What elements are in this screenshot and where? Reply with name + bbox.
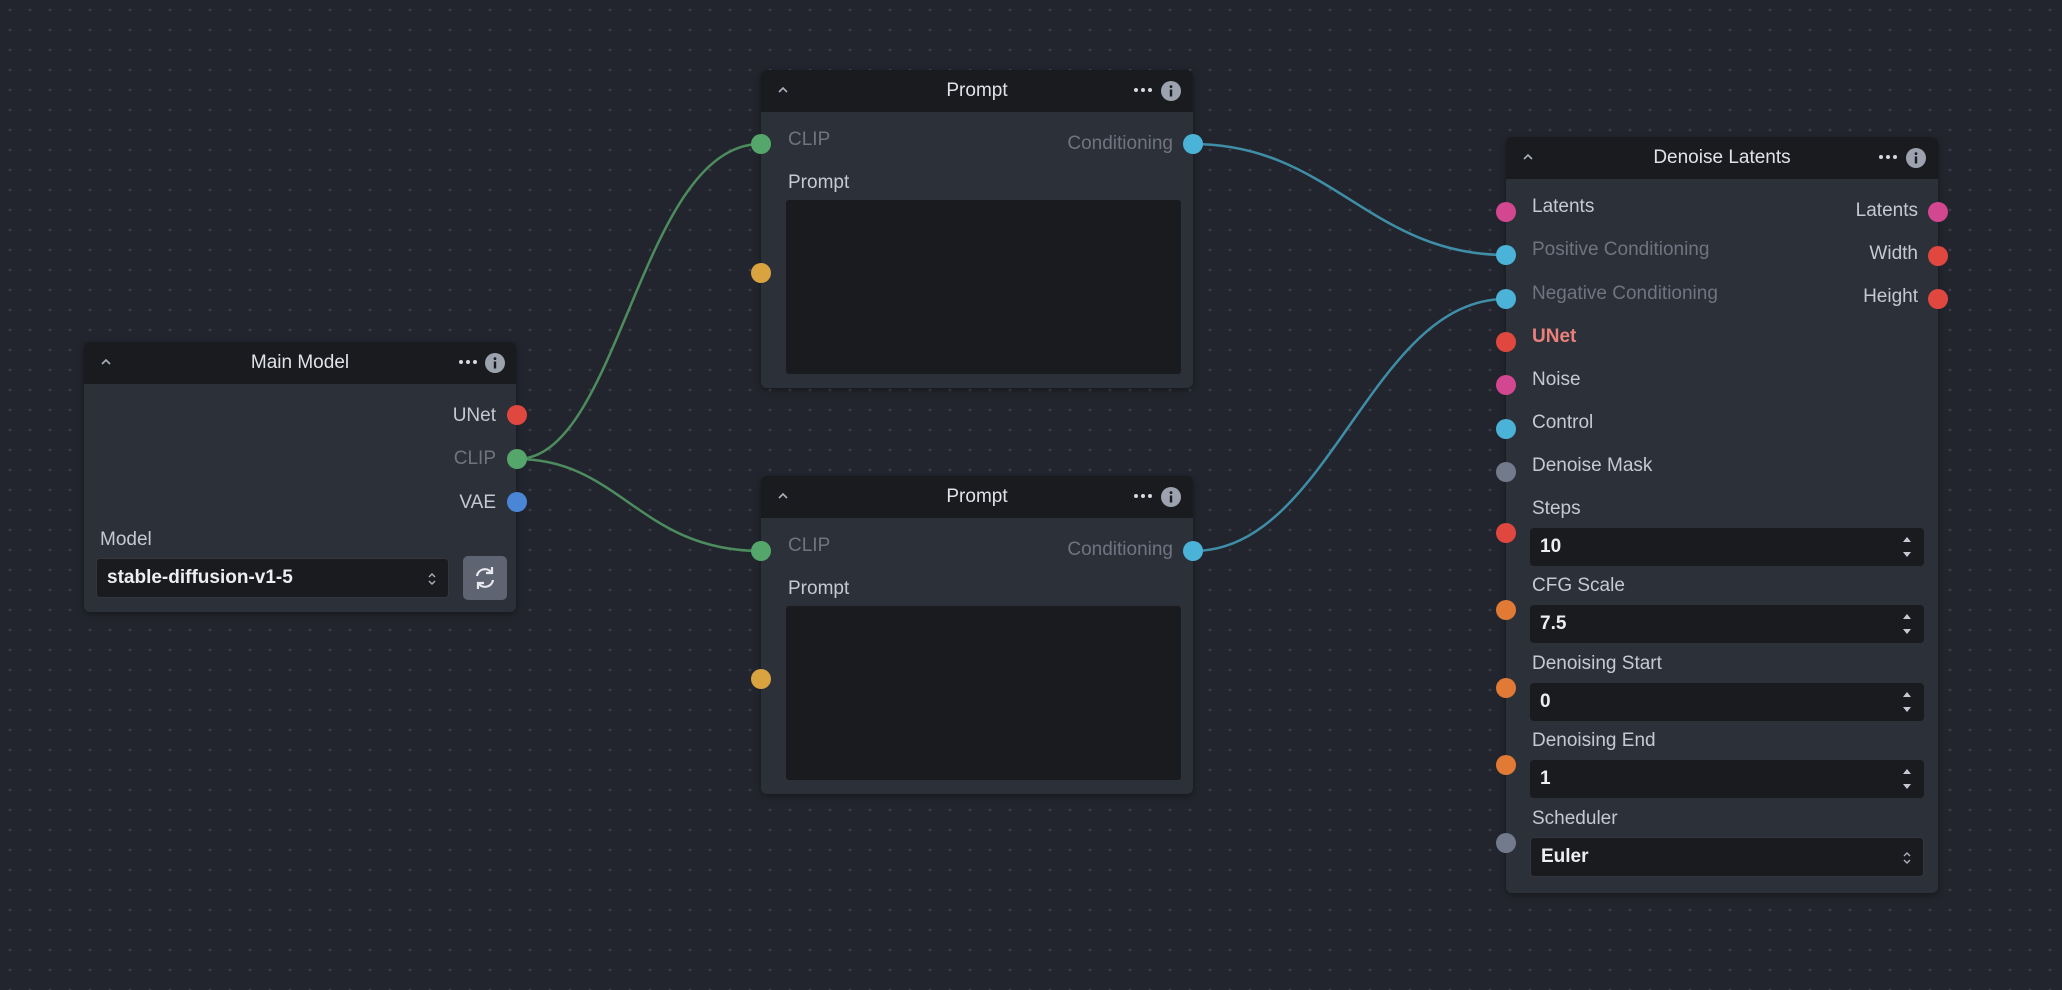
more-icon[interactable]: [1131, 80, 1155, 100]
input-handle-negative-conditioning[interactable]: [1496, 289, 1516, 309]
output-handle-width[interactable]: [1928, 246, 1948, 266]
steps-value: 10: [1540, 536, 1562, 557]
refresh-icon: [475, 567, 495, 589]
node-title: Main Model: [250, 352, 350, 373]
denoising-start-input[interactable]: 0: [1530, 683, 1924, 721]
input-label-denoise-mask: Denoise Mask: [1532, 455, 1653, 476]
chevron-up-icon[interactable]: [96, 352, 116, 372]
node-header[interactable]: Main Model: [84, 342, 516, 384]
node-title: Prompt: [946, 80, 1008, 101]
edge-clip-to-prompt-negative[interactable]: [516, 457, 762, 553]
output-label-conditioning: Conditioning: [1067, 133, 1173, 154]
chevron-up-icon[interactable]: [773, 80, 793, 100]
output-handle-height[interactable]: [1928, 289, 1948, 309]
stepper-arrows-icon[interactable]: [1900, 533, 1914, 561]
input-handle-scheduler[interactable]: [1496, 833, 1516, 853]
node-title: Denoise Latents: [1653, 147, 1791, 168]
input-label-clip: CLIP: [788, 129, 831, 150]
refresh-models-button[interactable]: [463, 556, 507, 600]
cfg-scale-value: 7.5: [1540, 613, 1567, 634]
input-handle-latents[interactable]: [1496, 202, 1516, 222]
output-label-clip: CLIP: [453, 448, 496, 469]
cfg-scale-input[interactable]: 7.5: [1530, 605, 1924, 643]
output-label-conditioning: Conditioning: [1067, 539, 1173, 560]
output-label-vae: VAE: [459, 492, 496, 513]
model-select[interactable]: stable-diffusion-v1-5: [96, 558, 449, 598]
input-handle-denoise-mask[interactable]: [1496, 462, 1516, 482]
select-chevrons-icon: [428, 573, 436, 585]
node-header[interactable]: Denoise Latents: [1506, 137, 1938, 179]
input-handle-control[interactable]: [1496, 419, 1516, 439]
input-handle-cfg-scale[interactable]: [1496, 600, 1516, 620]
chevron-up-icon[interactable]: [773, 486, 793, 506]
input-handle-noise[interactable]: [1496, 375, 1516, 395]
input-label-latents: Latents: [1532, 196, 1595, 217]
denoising-end-label: Denoising End: [1532, 730, 1656, 751]
denoising-start-value: 0: [1540, 691, 1551, 712]
input-handle-prompt[interactable]: [751, 669, 771, 689]
edge-positive-conditioning[interactable]: [1192, 142, 1507, 257]
input-label-clip: CLIP: [788, 535, 831, 556]
select-chevrons-icon: [1903, 852, 1911, 864]
info-icon[interactable]: [1160, 486, 1182, 508]
prompt-node-positive[interactable]: Prompt CLIP Conditioning Prompt: [761, 70, 1193, 388]
info-icon[interactable]: [1905, 147, 1927, 169]
prompt-field-label: Prompt: [788, 578, 850, 599]
denoising-end-value: 1: [1540, 768, 1551, 789]
node-header[interactable]: Prompt: [761, 70, 1193, 112]
prompt-field-label: Prompt: [788, 172, 850, 193]
model-field-label: Model: [100, 529, 152, 550]
scheduler-value: Euler: [1541, 846, 1589, 867]
input-handle-denoising-start[interactable]: [1496, 678, 1516, 698]
steps-label: Steps: [1532, 498, 1581, 519]
edge-clip-to-prompt-positive[interactable]: [516, 142, 762, 461]
input-handle-denoising-end[interactable]: [1496, 755, 1516, 775]
output-handle-conditioning[interactable]: [1183, 541, 1203, 561]
output-label-latents: Latents: [1855, 200, 1918, 221]
input-label-control: Control: [1532, 412, 1594, 433]
output-handle-clip[interactable]: [507, 449, 527, 469]
input-handle-clip[interactable]: [751, 541, 771, 561]
node-header[interactable]: Prompt: [761, 476, 1193, 518]
prompt-textarea[interactable]: [786, 606, 1181, 780]
input-label-noise: Noise: [1532, 369, 1581, 390]
denoise-latents-node[interactable]: Denoise Latents Latents Positive Conditi…: [1506, 137, 1938, 893]
stepper-arrows-icon[interactable]: [1900, 688, 1914, 716]
info-icon[interactable]: [1160, 80, 1182, 102]
cfg-scale-label: CFG Scale: [1532, 575, 1625, 596]
more-icon[interactable]: [1131, 486, 1155, 506]
output-label-width: Width: [1869, 243, 1918, 264]
output-handle-unet[interactable]: [507, 405, 527, 425]
steps-input[interactable]: 10: [1530, 528, 1924, 566]
info-icon[interactable]: [484, 352, 506, 374]
stepper-arrows-icon[interactable]: [1900, 765, 1914, 793]
input-handle-steps[interactable]: [1496, 523, 1516, 543]
model-select-value: stable-diffusion-v1-5: [107, 567, 293, 588]
input-label-unet: UNet: [1532, 326, 1577, 347]
denoising-end-input[interactable]: 1: [1530, 760, 1924, 798]
more-icon[interactable]: [1876, 147, 1900, 167]
output-handle-vae[interactable]: [507, 492, 527, 512]
edge-negative-conditioning[interactable]: [1192, 297, 1507, 553]
stepper-arrows-icon[interactable]: [1900, 610, 1914, 638]
prompt-textarea[interactable]: [786, 200, 1181, 374]
input-handle-clip[interactable]: [751, 134, 771, 154]
input-label-positive-conditioning: Positive Conditioning: [1532, 239, 1710, 260]
output-label-height: Height: [1863, 286, 1918, 307]
input-label-negative-conditioning: Negative Conditioning: [1532, 283, 1718, 304]
denoising-start-label: Denoising Start: [1532, 653, 1662, 674]
input-handle-prompt[interactable]: [751, 263, 771, 283]
chevron-up-icon[interactable]: [1518, 147, 1538, 167]
node-title: Prompt: [946, 486, 1008, 507]
output-handle-latents[interactable]: [1928, 202, 1948, 222]
scheduler-label: Scheduler: [1532, 808, 1618, 829]
input-handle-unet[interactable]: [1496, 332, 1516, 352]
main-model-node[interactable]: Main Model UNet CLIP VAE Model stable-di…: [84, 342, 516, 612]
more-icon[interactable]: [456, 352, 480, 372]
input-handle-positive-conditioning[interactable]: [1496, 245, 1516, 265]
output-label-unet: UNet: [452, 405, 496, 426]
output-handle-conditioning[interactable]: [1183, 134, 1203, 154]
prompt-node-negative[interactable]: Prompt CLIP Conditioning Prompt: [761, 476, 1193, 794]
scheduler-select[interactable]: Euler: [1530, 837, 1924, 877]
